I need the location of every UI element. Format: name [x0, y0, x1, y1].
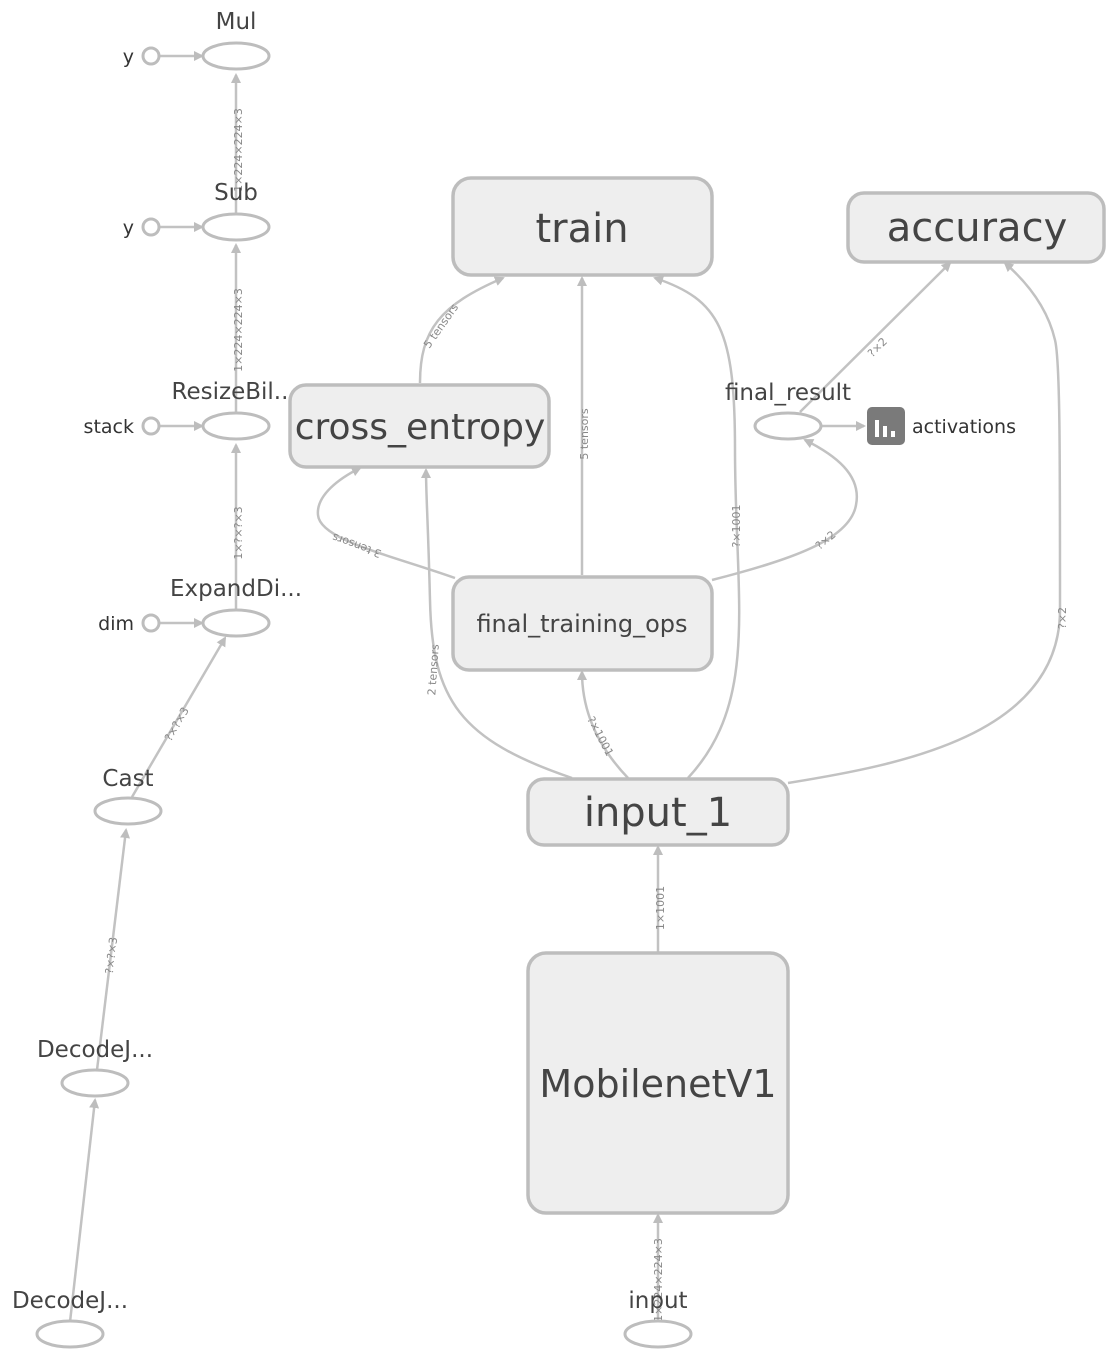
edge-input1-train — [653, 275, 741, 779]
node-accuracy[interactable]: accuracy — [846, 191, 1106, 264]
edge-label-ce-train: 5 tensors — [421, 301, 461, 351]
edge-fto-ce — [316, 466, 456, 580]
const-stack[interactable]: stack — [84, 416, 161, 438]
node-decodejpeg-upper-label: DecodeJ... — [37, 1037, 153, 1063]
node-cross-entropy[interactable]: cross_entropy — [288, 383, 551, 469]
edge-input1-fto — [577, 670, 629, 779]
const-y-mul-label: y — [123, 46, 134, 68]
edge-decode-cast — [95, 828, 131, 1071]
node-input[interactable]: input — [623, 1288, 693, 1349]
edge-cast-expand — [130, 636, 227, 798]
node-input-1[interactable]: input_1 — [526, 777, 790, 847]
node-cast-label: Cast — [102, 766, 153, 792]
edge-label-sub-mul: 1×224×224×3 — [232, 108, 245, 192]
edge-input1-accuracy — [787, 261, 1062, 785]
node-resizebilinear[interactable]: ResizeBil.. — [172, 379, 289, 441]
node-expanddims-label: ExpandDi... — [170, 576, 302, 602]
node-final-result[interactable]: final_result — [725, 380, 851, 441]
node-sub[interactable]: Sub — [201, 180, 271, 242]
activations-label: activations — [912, 416, 1016, 438]
node-mul-label: Mul — [216, 9, 257, 35]
edge-input1-ce — [421, 468, 573, 780]
edge-label-fto-fr: ?×2 — [813, 528, 838, 552]
edge-ce-train — [418, 276, 505, 384]
node-train[interactable]: train — [451, 176, 714, 277]
edge-fr-accuracy — [799, 261, 952, 413]
node-mobilenetv1-label: MobilenetV1 — [539, 1062, 776, 1106]
const-y-sub-label: y — [123, 217, 134, 239]
edge-label-mobilenet-input1: 1×1001 — [654, 886, 667, 930]
node-mobilenetv1[interactable]: MobilenetV1 — [526, 951, 790, 1215]
edge-label-decode-cast: ?×?×3 — [103, 936, 120, 974]
node-train-label: train — [535, 206, 628, 252]
edge-label-input-mobilenet: 1×224×224×3 — [652, 1238, 665, 1322]
node-decodejpeg-lower-label: DecodeJ... — [12, 1288, 128, 1314]
edge-decode-decode — [68, 1098, 100, 1323]
node-sub-label: Sub — [214, 180, 258, 206]
node-input-label: input — [628, 1288, 687, 1314]
const-y-sub[interactable]: y — [123, 217, 161, 239]
node-accuracy-label: accuracy — [887, 205, 1067, 251]
node-final-training-ops-label: final_training_ops — [476, 610, 687, 638]
node-mul[interactable]: Mul — [201, 9, 271, 71]
node-expanddims[interactable]: ExpandDi... — [170, 576, 302, 638]
node-resizebilinear-label: ResizeBil.. — [172, 379, 289, 405]
edge-label-expand-resize: 1×?×?×3 — [232, 506, 245, 559]
node-input-1-label: input_1 — [584, 790, 732, 836]
edge-label-resize-sub: 1×224×224×3 — [232, 288, 245, 372]
edge-label-cast-expand: ?×?×3 — [162, 705, 192, 744]
activations-summary[interactable]: activations — [867, 407, 1016, 445]
const-dim[interactable]: dim — [98, 613, 161, 635]
edge-label-input1-fto: ?×1001 — [584, 714, 616, 758]
edge-label-fto-ce: 3 tensors — [330, 530, 383, 560]
node-cast[interactable]: Cast — [93, 766, 163, 826]
edges — [68, 51, 1062, 1323]
node-final-result-label: final_result — [725, 380, 851, 406]
const-stack-label: stack — [84, 416, 134, 438]
node-cross-entropy-label: cross_entropy — [295, 407, 546, 448]
edge-label-input1-accuracy: ?×2 — [1056, 607, 1069, 629]
node-final-training-ops[interactable]: final_training_ops — [451, 575, 714, 672]
edge-fto-fr — [711, 438, 859, 582]
const-dim-label: dim — [98, 613, 134, 635]
edge-label-input1-ce: 2 tensors — [425, 643, 442, 695]
edge-label-fr-accuracy: ?×2 — [865, 335, 890, 360]
node-decodejpeg-upper[interactable]: DecodeJ... — [37, 1037, 153, 1098]
const-y-mul[interactable]: y — [123, 46, 161, 68]
edge-label-input1-train: ?×1001 — [730, 504, 743, 547]
edge-label-fto-train: 5 tensors — [578, 408, 591, 460]
node-decodejpeg-lower[interactable]: DecodeJ... — [12, 1288, 128, 1349]
